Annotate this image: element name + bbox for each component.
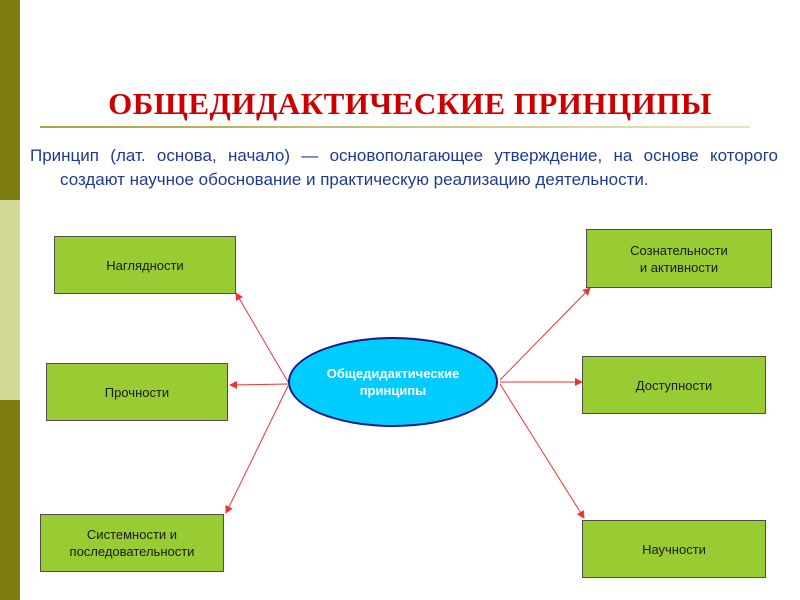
principle-label-line1: Сознательности xyxy=(630,242,728,258)
principle-label-line2: и активности xyxy=(639,259,719,275)
title-underline xyxy=(40,126,750,128)
arrow-to-prochnosti xyxy=(229,380,289,389)
principle-box-prochnosti: Прочности xyxy=(46,363,228,421)
arrow-to-naglyadnosti xyxy=(235,292,289,383)
arrow-to-nauchnosti xyxy=(499,383,585,519)
principle-label-line1: Системности и xyxy=(86,527,178,542)
principle-definition: Принцип (лат. основа, начало) — основопо… xyxy=(30,146,778,189)
principle-label-line1: Наглядности xyxy=(106,257,184,273)
principle-box-nauchnosti: Научности xyxy=(582,520,766,578)
principle-box-sistemnosti: Системности и последовательности xyxy=(40,514,224,572)
central-ellipse: Общедидактические принципы xyxy=(288,337,498,427)
principle-label-line1: Прочности xyxy=(104,384,170,400)
principle-box-soznatelnosti: Сознательности и активности xyxy=(586,229,772,288)
arrow-to-soznatelnosti xyxy=(499,287,591,381)
side-stripe-top xyxy=(0,0,20,200)
principle-label-line1: Доступности xyxy=(635,377,713,393)
central-label-line1: Общедидактические xyxy=(326,366,460,381)
principle-label-line2: последовательности xyxy=(69,544,195,559)
central-label-line2: принципы xyxy=(359,383,427,398)
principle-box-naglyadnosti: Наглядности xyxy=(54,236,236,294)
slide-title: ОБЩЕДИДАКТИЧЕСКИЕ ПРИНЦИПЫ xyxy=(108,86,712,121)
principle-label-line1: Научности xyxy=(642,541,706,557)
side-stripe-middle xyxy=(0,200,20,400)
arrow-to-sistemnosti xyxy=(225,385,289,514)
side-stripe-bottom xyxy=(0,400,20,600)
principle-box-dostupnosti: Доступности xyxy=(582,356,766,414)
